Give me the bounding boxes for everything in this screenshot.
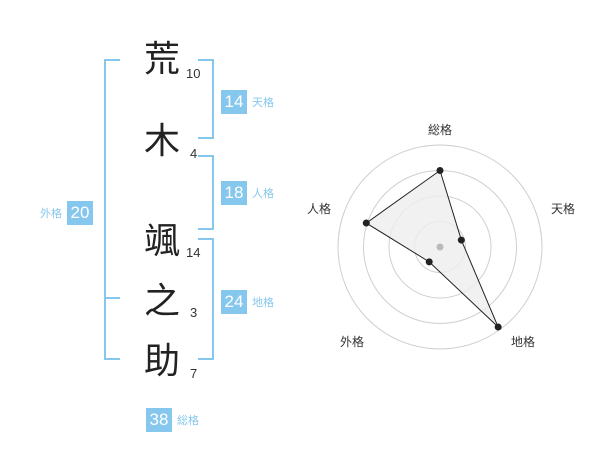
gaikaku-bracket-tick [104, 297, 120, 299]
radar-axis-label-5: 人格 [307, 201, 331, 216]
chikaku-label: 地格 [252, 296, 274, 309]
name-char-2: 木 [143, 121, 180, 162]
name-char-5: 助 [143, 341, 180, 382]
radar-axis-label-1: 総格 [428, 122, 452, 137]
soukaku-value: 38 [146, 408, 172, 432]
gaikaku-label: 外格 [40, 207, 62, 220]
name-char-3: 颯 [143, 221, 180, 262]
tenkaku-label: 天格 [252, 96, 274, 109]
radar-axis-label-2: 天格 [551, 201, 575, 216]
gaikaku-badge: 外格 20 [40, 201, 93, 225]
name-char-1: 荒 [143, 39, 180, 80]
radar-series-area [365, 169, 499, 328]
soukaku-label: 総格 [177, 414, 199, 427]
radar-grid-ring [337, 144, 543, 350]
chikaku-value: 24 [221, 290, 247, 314]
radar-point-2 [457, 236, 465, 244]
stroke-count-3: 14 [186, 245, 201, 260]
chikaku-badge: 24 地格 [221, 290, 274, 314]
soukaku-badge: 38 総格 [146, 408, 199, 432]
jinkaku-value: 18 [221, 181, 247, 205]
chikaku-bracket [198, 238, 214, 360]
stroke-count-1: 10 [186, 66, 201, 81]
radar-axis-label-4: 外格 [340, 334, 364, 349]
jinkaku-bracket [198, 155, 214, 230]
radar-point-5 [362, 219, 370, 227]
tenkaku-badge: 14 天格 [221, 90, 274, 114]
stroke-count-2: 4 [190, 146, 198, 161]
gaikaku-bracket [104, 59, 120, 360]
jinkaku-badge: 18 人格 [221, 181, 274, 205]
name-char-4: 之 [143, 281, 180, 322]
tenkaku-value: 14 [221, 90, 247, 114]
tenkaku-bracket [198, 59, 214, 139]
stroke-count-5: 7 [190, 366, 198, 381]
radar-axis-label-3: 地格 [511, 334, 535, 349]
radar-point-4 [425, 258, 433, 266]
radar-point-3 [494, 323, 502, 331]
radar-point-1 [436, 167, 444, 174]
gaikaku-value: 20 [67, 201, 93, 225]
radar-center-point [436, 243, 444, 251]
stroke-count-4: 3 [190, 305, 198, 320]
jinkaku-label: 人格 [252, 187, 274, 200]
